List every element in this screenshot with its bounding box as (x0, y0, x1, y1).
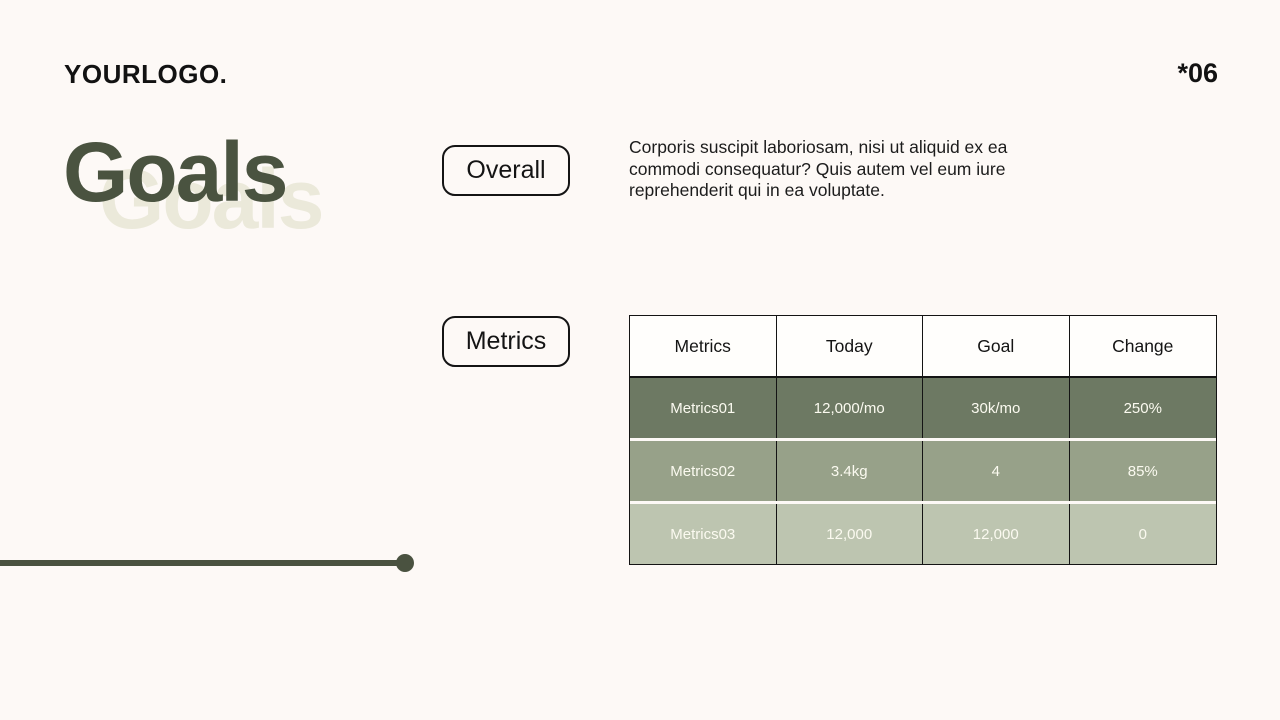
table-cell: Metrics01 (630, 378, 777, 438)
metrics-table: Metrics Today Goal Change Metrics01 12,0… (629, 315, 1217, 565)
table-cell: 4 (923, 441, 1070, 501)
page-number: *06 (1177, 58, 1218, 88)
table-cell: 3.4kg (777, 441, 923, 501)
overall-button[interactable]: Overall (442, 145, 570, 196)
table-cell: 0 (1138, 525, 1147, 543)
logo-text: YOURLOGO. (64, 59, 228, 89)
progress-line-dot (396, 554, 414, 572)
table-row: Metrics02 3.4kg 4 85% (630, 441, 1216, 501)
table-cell: 12,000/mo (777, 378, 923, 438)
table-row: Metrics03 12,000 12,000 0 (630, 504, 1216, 564)
table-cell: 30k/mo (923, 378, 1070, 438)
table-cell: 250% (1123, 399, 1162, 417)
table-header-row: Metrics Today Goal Change (630, 316, 1216, 378)
table-cell: 12,000 (923, 504, 1070, 564)
overall-description: Corporis suscipit laboriosam, nisi ut al… (629, 137, 1008, 200)
table-header-cell: Today (777, 316, 923, 376)
table-cell: Metrics02 (630, 441, 777, 501)
table-cell: 85% (1127, 462, 1158, 480)
table-header-cell: Metrics (630, 316, 777, 376)
table-cell: 12,000 (777, 504, 923, 564)
table-header-cell: Change (1112, 335, 1174, 356)
table-row: Metrics01 12,000/mo 30k/mo 250% (630, 378, 1216, 438)
progress-line (0, 560, 399, 566)
table-cell: Metrics03 (630, 504, 777, 564)
table-header-cell: Goal (923, 316, 1070, 376)
metrics-button[interactable]: Metrics (442, 316, 570, 367)
slide-title: Goals (63, 125, 288, 219)
